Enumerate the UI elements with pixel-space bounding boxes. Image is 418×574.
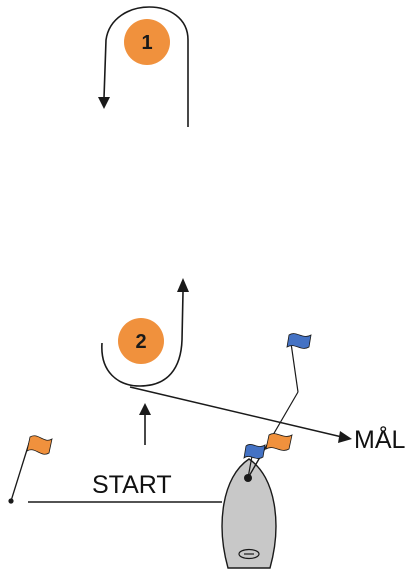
orange-flag-icon — [8, 435, 53, 504]
mark-2-buoy — [118, 318, 164, 364]
mark-2: 2 — [118, 318, 164, 364]
mark-1-rounding-path — [103, 6, 189, 127]
boat-blue-flag-cloth — [243, 444, 266, 459]
mark-1: 1 — [124, 19, 170, 65]
committee-boat-hull — [221, 458, 277, 569]
mark-2-number: 2 — [135, 331, 146, 353]
start-pin-dot — [8, 498, 14, 504]
finish-course-line — [129, 386, 343, 438]
committee-boat-porthole — [238, 548, 260, 560]
start-direction-arrowhead — [139, 403, 151, 415]
blue-flag-icon — [286, 333, 312, 349]
start-label: START — [92, 471, 172, 499]
mark-2-arrowhead — [177, 278, 189, 292]
mark-1-number: 1 — [141, 32, 152, 54]
finish-blue-flag-cloth — [286, 333, 312, 349]
blue-flag-icon — [243, 444, 266, 459]
start-pin-flag-cloth — [26, 435, 53, 455]
mark-1-arrowhead — [98, 97, 110, 109]
committee-boat-icon — [221, 458, 277, 569]
mark-1-buoy — [124, 19, 170, 65]
finish-label: MÅL — [354, 424, 406, 454]
finish-course-arrowhead — [338, 431, 352, 443]
orange-flag-icon — [265, 433, 293, 451]
mark-2-rounding-path — [101, 291, 184, 387]
boat-orange-flag-cloth — [265, 433, 293, 451]
